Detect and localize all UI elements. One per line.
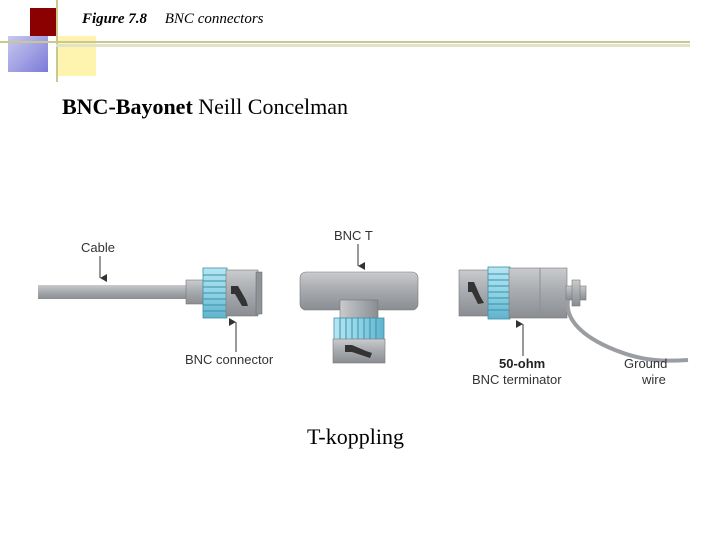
decor-horizontal-shadow xyxy=(56,44,690,47)
figure-caption-title: BNC connectors xyxy=(164,11,264,27)
label-ground-line1: Ground xyxy=(624,356,667,371)
t-bayonet-slot xyxy=(345,345,372,358)
label-terminator-line1: 50-ohm xyxy=(499,356,545,371)
decor-red-square xyxy=(30,8,56,36)
bnc-terminator-assembly xyxy=(458,266,689,363)
bayonet-slot xyxy=(231,286,248,306)
label-bnc-t: BNC T xyxy=(334,228,373,243)
label-terminator-line2: BNC terminator xyxy=(472,372,562,387)
label-bnc-connector: BNC connector xyxy=(185,352,274,367)
heading-bold: BNC-Bayonet xyxy=(62,94,193,119)
cable-crimp xyxy=(185,279,205,305)
decor-horizontal-line xyxy=(0,41,690,43)
bnc-t-assembly xyxy=(299,271,419,364)
bnc-connector-assembly xyxy=(38,267,263,319)
terminator-collar xyxy=(487,266,511,320)
terminator-body xyxy=(508,267,568,319)
ground-wire xyxy=(565,299,689,363)
label-ground-line2: wire xyxy=(641,372,666,387)
cable-body xyxy=(38,285,188,299)
slide-caption: T-koppling xyxy=(307,424,404,449)
slide-heading: BNC-Bayonet Neill Concelman xyxy=(62,94,348,120)
figure-title: Figure 7.8 BNC connectors xyxy=(82,11,264,28)
terminator-slot xyxy=(468,282,484,304)
label-cable: Cable xyxy=(81,240,115,255)
heading-rest: Neill Concelman xyxy=(192,94,348,119)
figure-number: Figure 7.8 xyxy=(82,11,148,27)
